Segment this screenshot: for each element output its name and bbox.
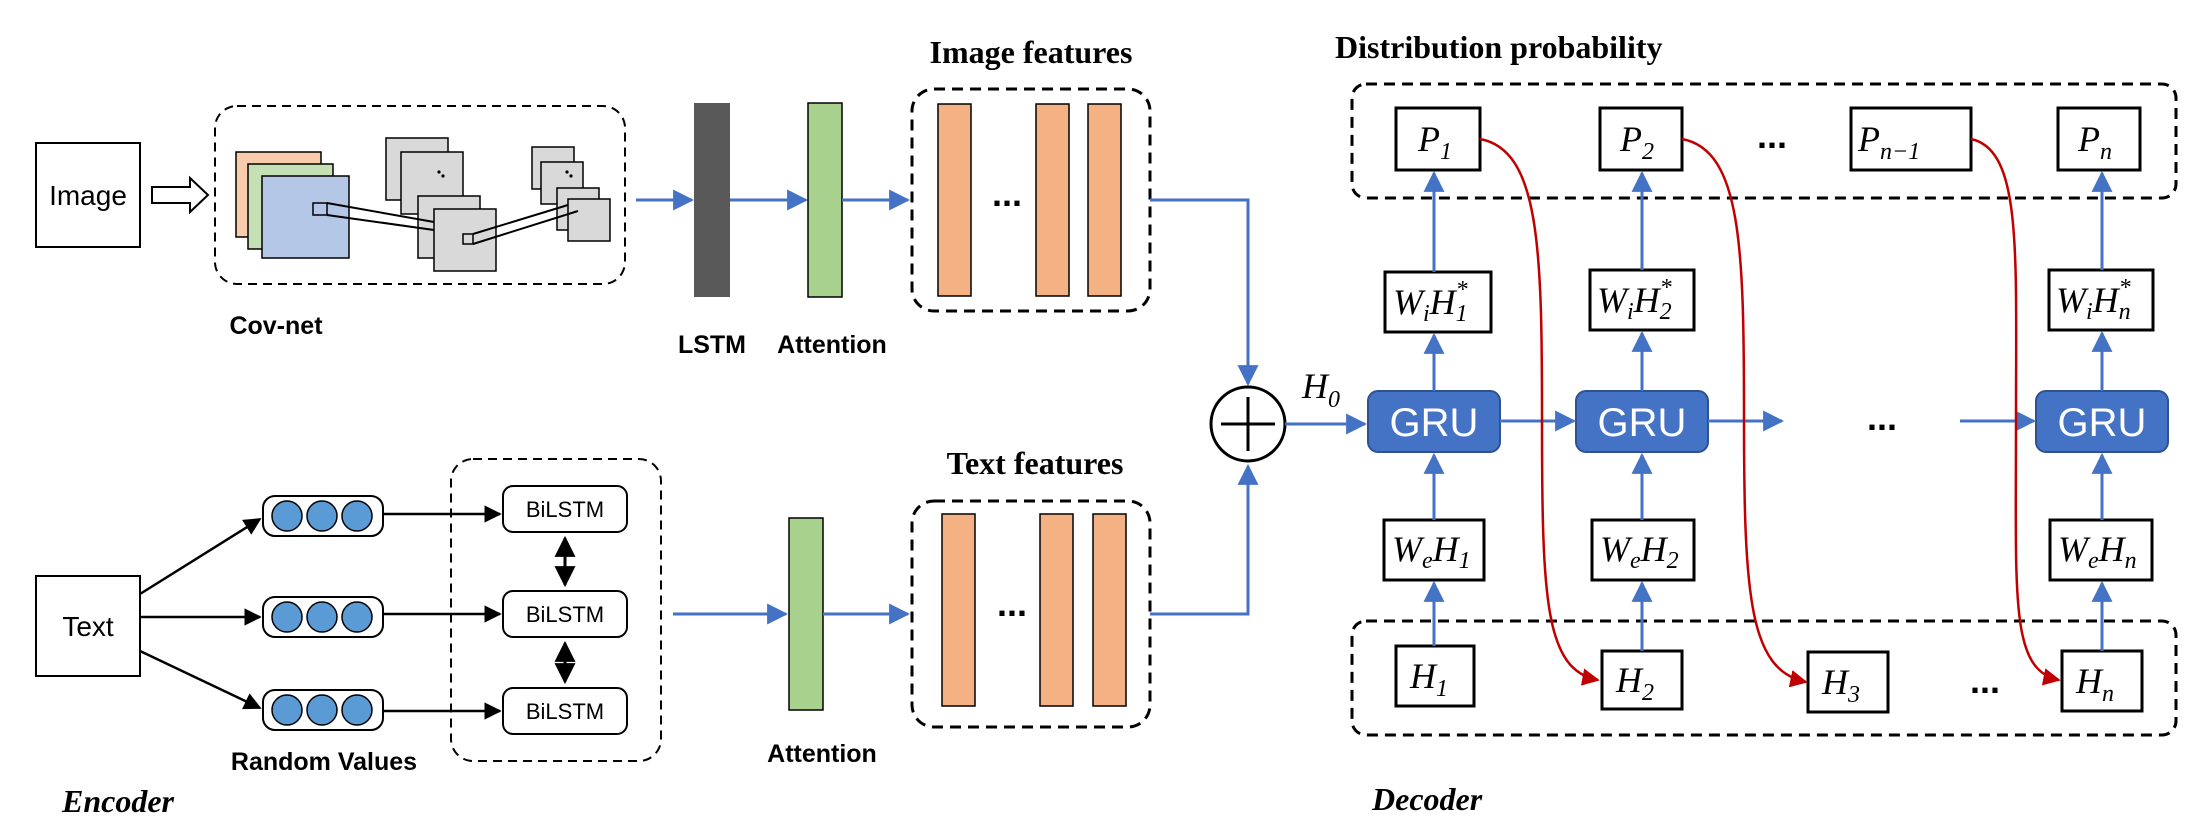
prob-box-n: Pn (2056, 106, 2142, 172)
bilstm-cell-3: BiLSTM (502, 687, 628, 735)
svg-text:BiLSTM: BiLSTM (526, 602, 604, 627)
svg-text:GRU: GRU (1390, 401, 1479, 445)
decoder-section-label: Decoder (1371, 781, 1483, 817)
gru-cell-n: GRU (2035, 390, 2169, 453)
attention-caption-text: Attention (767, 740, 877, 768)
text-features-title: Text features (947, 445, 1124, 481)
lstm-block (694, 103, 730, 297)
prob-box-n-minus-1: Pn−1 (1849, 106, 1973, 172)
svg-text:BiLSTM: BiLSTM (526, 497, 604, 522)
fusion-plus-icon (1209, 385, 1287, 463)
attention-block-image (807, 102, 843, 298)
lstm-caption: LSTM (678, 331, 746, 359)
hidden-box-1: H1 (1394, 644, 1476, 708)
text-input-box: Text (35, 575, 141, 677)
hidden-input-container (1350, 619, 2178, 737)
svg-text:WiH1*: WiH1* (1393, 277, 1468, 327)
hollow-arrow-icon (151, 175, 210, 215)
embedding-box-1: WeH1 (1382, 518, 1486, 582)
prob-ellipsis: ... (1757, 115, 1787, 156)
svg-text:WeH1: WeH1 (1392, 529, 1471, 574)
svg-text:WiH2*: WiH2* (1597, 275, 1672, 325)
projection-box-n: WiHn* (2047, 268, 2155, 332)
svg-text:P1: P1 (1417, 119, 1452, 165)
embedding-vector-3 (262, 689, 384, 731)
prob-box-1: P1 (1394, 106, 1482, 172)
text-features-ellipsis: ... (997, 583, 1027, 624)
svg-text:WeH2: WeH2 (1600, 529, 1679, 574)
svg-text:Hn: Hn (2075, 661, 2114, 707)
image-features-title: Image features (930, 34, 1133, 70)
svg-text:Pn−1: Pn−1 (1857, 119, 1920, 165)
encoder-section-label: Encoder (61, 783, 175, 819)
convnet-block (214, 105, 626, 285)
text-input-label: Text (62, 611, 114, 642)
random-values-caption: Random Values (231, 748, 417, 776)
attention-block-text (788, 517, 824, 711)
prob-box-2: P2 (1598, 106, 1684, 172)
hidden-box-2: H2 (1600, 649, 1684, 711)
image-input-label: Image (49, 180, 127, 211)
image-features-block: ... (910, 87, 1152, 313)
h0-label: H0 (1301, 366, 1340, 413)
image-input-box: Image (35, 142, 141, 248)
hidden-box-3: H3 (1806, 650, 1890, 714)
svg-text:H1: H1 (1409, 656, 1448, 702)
embedding-vector-1 (262, 495, 384, 537)
hidden-box-n: Hn (2060, 649, 2144, 713)
convnet-caption: Cov-net (229, 312, 323, 340)
projection-box-1: WiH1* (1383, 270, 1493, 334)
image-features-ellipsis: ... (992, 173, 1022, 214)
embedding-vector-2 (262, 596, 384, 638)
gru-cell-1: GRU (1367, 390, 1501, 453)
probability-container (1350, 82, 2178, 200)
bilstm-cell-1: BiLSTM (502, 485, 628, 533)
svg-text:WeHn: WeHn (2058, 529, 2137, 574)
bilstm-container (450, 458, 662, 762)
svg-text:GRU: GRU (1598, 401, 1687, 445)
attention-caption-image: Attention (777, 331, 887, 359)
text-features-block: ... (910, 499, 1152, 729)
svg-text:H2: H2 (1615, 660, 1654, 706)
hidden-ellipsis: ... (1970, 660, 2000, 701)
projection-box-2: WiH2* (1588, 268, 1696, 332)
svg-text:P2: P2 (1619, 119, 1654, 165)
svg-text:H3: H3 (1821, 662, 1860, 708)
distribution-title: Distribution probability (1335, 29, 1662, 65)
svg-text:Pn: Pn (2077, 119, 2112, 165)
embedding-box-2: WeH2 (1590, 518, 1696, 582)
svg-text:GRU: GRU (2058, 401, 2147, 445)
svg-text:WiHn*: WiHn* (2056, 275, 2131, 325)
svg-text:BiLSTM: BiLSTM (526, 699, 604, 724)
gru-cell-2: GRU (1575, 390, 1709, 453)
embedding-box-n: WeHn (2048, 518, 2154, 582)
bilstm-cell-2: BiLSTM (502, 590, 628, 638)
gru-ellipsis: ... (1867, 397, 1897, 438)
